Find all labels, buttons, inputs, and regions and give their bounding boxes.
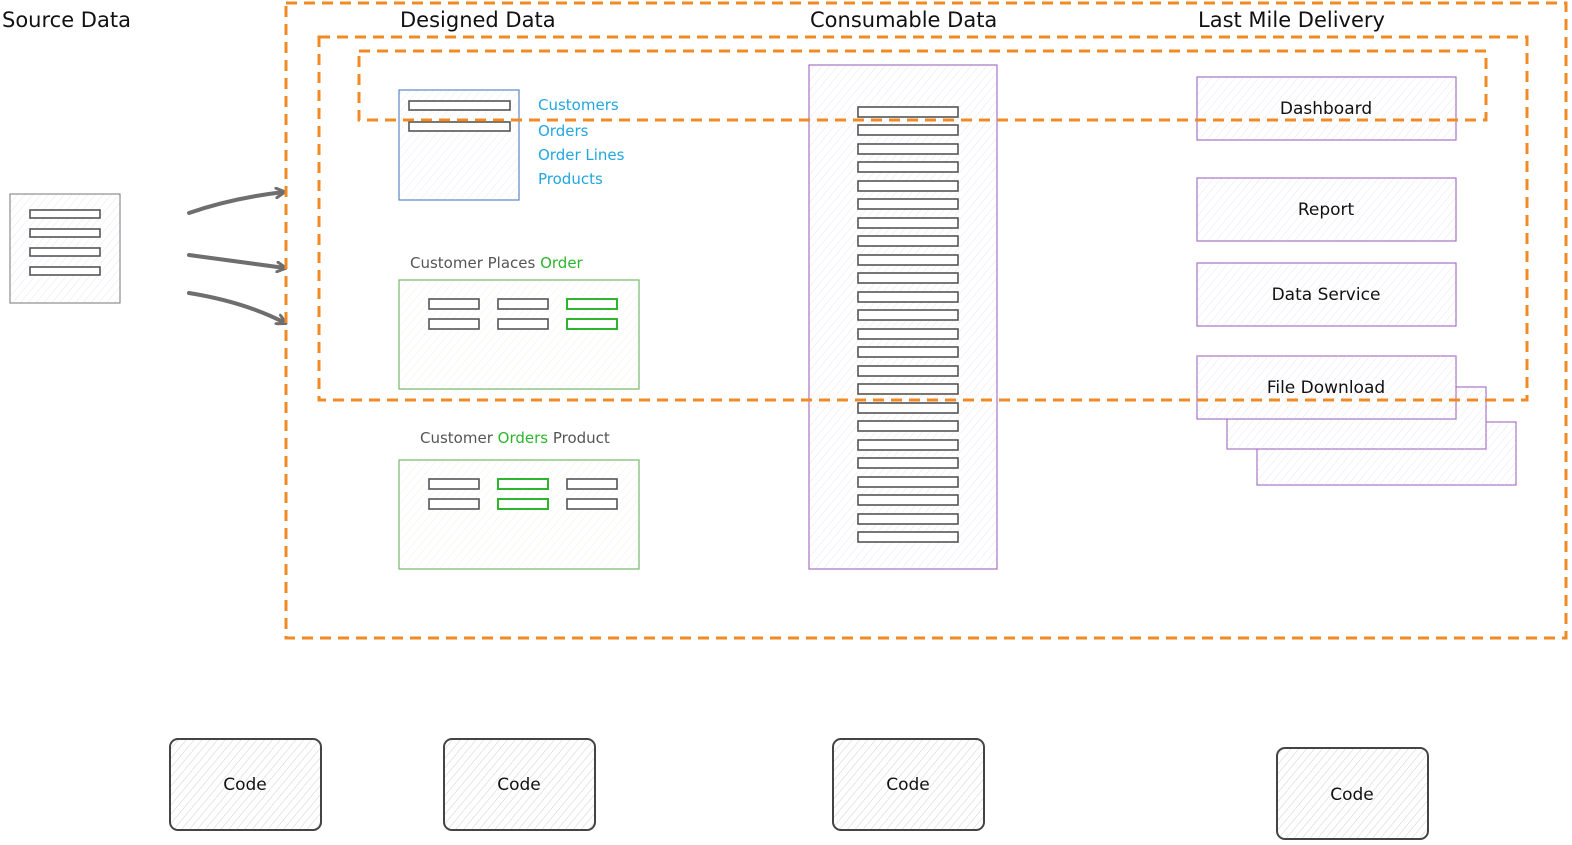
model-customer-orders-product bbox=[398, 459, 640, 570]
consumable-row bbox=[857, 531, 959, 543]
ingest-arrow-3 bbox=[187, 291, 285, 323]
entity-label-orders: Orders bbox=[538, 122, 589, 140]
model-customer-places-order bbox=[398, 279, 640, 390]
column-header-consumable: Consumable Data bbox=[810, 8, 997, 32]
entity-label-products: Products bbox=[538, 170, 603, 188]
consumable-row bbox=[857, 217, 959, 229]
consumable-row bbox=[857, 476, 959, 488]
consumable-row bbox=[857, 124, 959, 136]
delivery-dashboard-label: Dashboard bbox=[1280, 99, 1372, 119]
entities-table bbox=[398, 89, 520, 201]
consumable-row bbox=[857, 106, 959, 118]
consumable-row bbox=[857, 272, 959, 284]
delivery-data-service: Data Service bbox=[1196, 262, 1457, 327]
consumable-row bbox=[857, 365, 959, 377]
consumable-row bbox=[857, 143, 959, 155]
consumable-row bbox=[857, 235, 959, 247]
code-block-label: Code bbox=[1330, 785, 1374, 805]
outer-boundary bbox=[284, 1, 1568, 640]
consumable-row bbox=[857, 457, 959, 469]
consumable-row bbox=[857, 291, 959, 303]
consumable-row bbox=[857, 383, 959, 395]
code-block-designed: Code bbox=[443, 738, 596, 831]
entity-label-order-lines: Order Lines bbox=[538, 146, 625, 164]
code-block-label: Code bbox=[223, 775, 267, 795]
code-block-source: Code bbox=[169, 738, 322, 831]
consumable-row bbox=[857, 254, 959, 266]
model-title-customer-orders-product: Customer Orders Product bbox=[420, 429, 610, 447]
middle-boundary bbox=[317, 35, 1529, 402]
model-title-customer-places-order: Customer Places Order bbox=[410, 254, 584, 272]
consumable-row bbox=[857, 328, 959, 340]
column-header-last-mile: Last Mile Delivery bbox=[1198, 8, 1385, 32]
code-block-consumable: Code bbox=[832, 738, 985, 831]
delivery-data-service-label: Data Service bbox=[1272, 285, 1381, 305]
consumable-data-store bbox=[808, 64, 998, 570]
consumable-row bbox=[857, 161, 959, 173]
delivery-report-label: Report bbox=[1298, 200, 1355, 220]
delivery-file-download-label: File Download bbox=[1267, 378, 1385, 398]
consumable-row bbox=[857, 180, 959, 192]
delivery-file-download: File Download bbox=[1196, 355, 1517, 486]
consumable-rows bbox=[857, 106, 959, 543]
consumable-row bbox=[857, 309, 959, 321]
code-block-delivery: Code bbox=[1276, 747, 1429, 840]
delivery-dashboard: Dashboard bbox=[1196, 76, 1457, 141]
column-header-designed: Designed Data bbox=[400, 8, 556, 32]
consumable-row bbox=[857, 402, 959, 414]
source-table-icon bbox=[9, 193, 121, 304]
consumable-row bbox=[857, 513, 959, 525]
inner-boundary bbox=[357, 49, 1488, 122]
consumable-row bbox=[857, 420, 959, 432]
ingest-arrow-2 bbox=[187, 253, 285, 268]
ingest-arrow-1 bbox=[187, 192, 284, 215]
consumable-row bbox=[857, 494, 959, 506]
code-block-label: Code bbox=[886, 775, 930, 795]
consumable-row bbox=[857, 198, 959, 210]
code-block-label: Code bbox=[497, 775, 541, 795]
delivery-report: Report bbox=[1196, 177, 1457, 242]
entity-label-customers: Customers bbox=[538, 96, 619, 114]
consumable-row bbox=[857, 346, 959, 358]
consumable-row bbox=[857, 439, 959, 451]
column-header-source: Source Data bbox=[2, 8, 131, 32]
